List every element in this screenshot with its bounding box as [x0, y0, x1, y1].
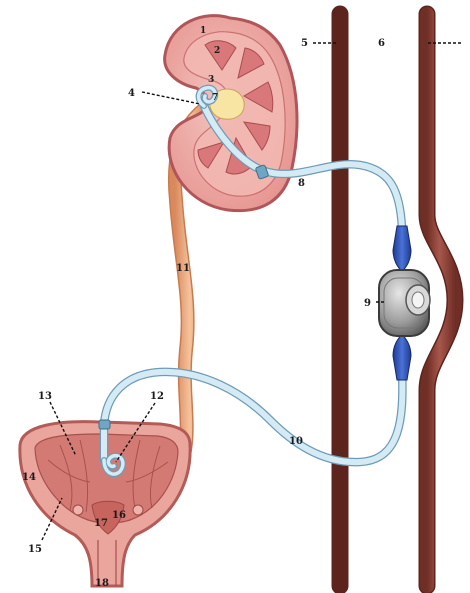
leader-4: [142, 92, 200, 104]
pigtail-bladder: [104, 456, 123, 475]
vessel-right: [427, 14, 455, 586]
label-3: 3: [208, 75, 214, 85]
label-12: 12: [150, 391, 164, 402]
label-15: 15: [28, 544, 42, 555]
label-17: 17: [94, 518, 108, 529]
label-11: 11: [176, 263, 190, 274]
label-14: 14: [22, 472, 36, 483]
label-8: 8: [298, 178, 305, 189]
label-4: 4: [128, 88, 135, 99]
connector-lower: [393, 334, 411, 380]
connector-upper: [393, 226, 411, 272]
label-10: 10: [289, 436, 303, 447]
label-16: 16: [112, 510, 126, 521]
label-5: 5: [301, 38, 308, 49]
label-18: 18: [95, 578, 109, 589]
kidney: [165, 16, 297, 211]
label-2: 2: [214, 46, 220, 56]
label-9: 9: [364, 298, 371, 309]
pump-device: [379, 270, 430, 336]
label-13: 13: [38, 391, 52, 402]
label-1: 1: [200, 26, 206, 36]
bladder-cuff: [99, 420, 110, 429]
label-6: 6: [378, 38, 385, 49]
label-7: 7: [212, 93, 218, 103]
